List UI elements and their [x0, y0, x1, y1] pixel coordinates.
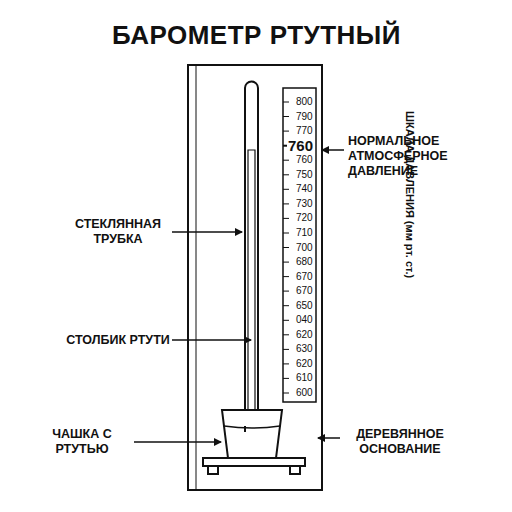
scale-tick — [283, 131, 289, 132]
scale-tick — [283, 393, 289, 394]
mercury-cup — [222, 410, 282, 458]
callout-label: СТЕКЛЯННАЯ ТРУБКА — [62, 217, 174, 247]
scale-number: 610 — [295, 372, 314, 384]
scale-tick — [283, 378, 289, 379]
callout-label: СТОЛБИК РТУТИ — [62, 333, 174, 348]
scale-tick — [283, 116, 289, 117]
scale-caption: ШКАЛА ДАВЛЕНИЯ (мм рт. ст.) — [403, 111, 416, 278]
leader-line — [172, 231, 242, 233]
scale-number: 770 — [295, 125, 314, 137]
scale-number: 680 — [295, 256, 314, 268]
scale-tick — [283, 160, 289, 161]
scale-number: 790 — [295, 111, 314, 123]
board-edge — [196, 65, 197, 490]
scale-number: 760 — [295, 154, 314, 166]
callout-label: ЧАШКА С РТУТЬЮ — [36, 427, 128, 457]
scale-tick — [283, 174, 289, 175]
callout-label: ДЕРЕВЯННОЕ ОСНОВАНИЕ — [344, 427, 456, 457]
scale-tick — [283, 247, 289, 248]
callout-label: НОРМАЛЬНОЕ АТМОСФЕРНОЕ ДАВЛЕНИЕ — [348, 134, 508, 179]
scale-number: 600 — [295, 387, 314, 399]
leader-line — [318, 437, 340, 439]
scale-tick — [283, 203, 289, 204]
mercury-column — [248, 150, 255, 428]
scale-number: 760 — [287, 137, 314, 155]
scale-tick — [283, 218, 289, 219]
leader-line — [134, 441, 221, 443]
scale-number: 670 — [295, 271, 314, 283]
scale-tick — [283, 262, 289, 263]
scale-number: 720 — [295, 212, 314, 224]
glass-tube — [245, 82, 258, 433]
scale-number: 750 — [295, 169, 314, 181]
tube-end — [244, 426, 246, 432]
stand-base — [203, 458, 305, 466]
mercury-surface — [224, 426, 280, 428]
scale-number: 630 — [295, 343, 314, 355]
scale-number: 040 — [295, 314, 314, 326]
scale-number: 700 — [295, 242, 314, 254]
stand-leg — [290, 466, 300, 474]
wooden-board — [188, 65, 322, 490]
scale-number: 800 — [295, 96, 314, 108]
scale-tick — [283, 291, 289, 292]
scale-tick — [283, 102, 289, 103]
scale-tick — [283, 320, 289, 321]
leader-line — [172, 339, 251, 341]
scale-tick — [283, 233, 289, 234]
scale-tick — [283, 305, 289, 306]
scale-tick — [283, 189, 289, 190]
scale-number: 710 — [295, 227, 314, 239]
scale-number: 620 — [295, 358, 314, 370]
scale-panel — [283, 88, 316, 402]
scale-tick — [283, 363, 289, 364]
stand-leg — [208, 466, 218, 474]
scale-tick — [283, 334, 289, 335]
diagram-title: БАРОМЕТР РТУТНЫЙ — [112, 20, 401, 51]
scale-tick — [283, 349, 289, 350]
leader-line — [322, 149, 344, 151]
scale-tick — [283, 276, 289, 277]
scale-number: 620 — [295, 329, 314, 341]
scale-number: 650 — [295, 300, 314, 312]
scale-number: 670 — [295, 285, 314, 297]
scale-number: 740 — [295, 183, 314, 195]
scale-number: 730 — [295, 198, 314, 210]
